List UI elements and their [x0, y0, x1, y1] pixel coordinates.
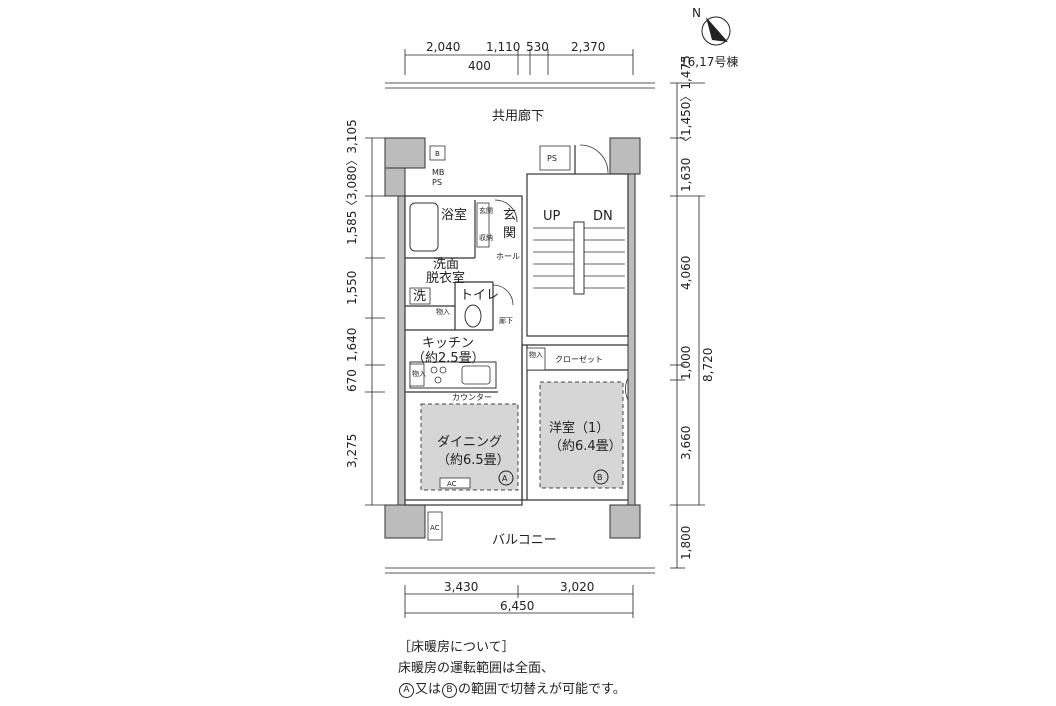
washroom-label-1: 洗面: [433, 257, 459, 272]
dim-right-2: 1,630: [679, 158, 693, 192]
dim-left-2: 1,585: [345, 211, 359, 245]
genkan-storage-label-2: 収納: [479, 233, 493, 242]
column-bottom-left: [384, 504, 426, 539]
dim-right-6: 1,800: [679, 526, 693, 560]
compass-north-label: N: [692, 6, 701, 20]
dim-top-4: 2,370: [571, 40, 605, 54]
hall-label: ホール: [496, 252, 520, 261]
closet-label: クローゼット: [555, 354, 603, 364]
dim-top-3: 530: [526, 40, 549, 54]
dim-right-4: 1,000: [679, 346, 693, 380]
dining-label: ダイニング: [437, 435, 502, 450]
laundry-label: 洗: [413, 289, 426, 304]
dim-top-1: 2,040: [426, 40, 460, 54]
entrance-label-1: 玄: [503, 208, 516, 223]
note-marker-a: A: [399, 683, 414, 698]
storage-label-1: 物入: [436, 307, 450, 316]
mbps-ps-label: PS: [432, 178, 442, 187]
dim-left-5: 670: [345, 369, 359, 392]
dim-top-2: 1,110: [486, 40, 520, 54]
building-label: 16,17号棟: [680, 54, 738, 69]
b-box-label: B: [435, 150, 440, 158]
dim-left-1: 〈3,080〉3,105: [345, 119, 359, 212]
dim-bottom-2: 3,020: [560, 580, 594, 594]
note-line1: 床暖房の運転範囲は全面、: [398, 661, 555, 676]
hallway-label: 廊下: [499, 316, 513, 325]
genkan-storage-label-1: 玄関: [479, 206, 493, 215]
dining-size: （約6.5畳）: [437, 453, 510, 468]
bath-label: 浴室: [441, 207, 467, 223]
floor-heating-zone-a: [420, 403, 519, 491]
zone-a-label: A: [502, 474, 508, 483]
storage-label-2: 物入: [529, 350, 543, 359]
ps-label: PS: [547, 154, 557, 163]
western-room-size: （約6.4畳）: [549, 439, 622, 454]
note-marker-b: B: [442, 683, 458, 698]
kitchen-label: キッチン: [422, 336, 474, 351]
entrance-label-2: 関: [503, 226, 516, 241]
storage-label-3: 物入: [412, 369, 426, 378]
balcony-label: バルコニー: [492, 533, 557, 548]
dim-right-1: 〈1,450〉1,475: [679, 55, 693, 148]
zone-b-marker-icon: [593, 469, 609, 485]
stair-up-label: UP: [543, 209, 561, 224]
kitchen-size: （約2.5畳）: [412, 351, 485, 366]
dim-top-sub: 400: [468, 59, 491, 73]
compass-icon: [701, 16, 731, 46]
mb-label: MB: [432, 168, 444, 177]
dim-right-total: 8,720: [701, 348, 715, 382]
dim-left-4: 1,640: [345, 328, 359, 362]
washroom-label-2: 脱衣室: [426, 270, 465, 286]
note-line2-part2: の範囲で切替えが可能です。: [458, 682, 626, 697]
column-top-right: [609, 137, 641, 175]
dim-bottom-1: 3,430: [444, 580, 478, 594]
dim-right-3: 4,060: [679, 256, 693, 290]
zone-b-label: B: [597, 473, 603, 482]
note-heading: ［床暖房について］: [398, 640, 515, 655]
dim-left-6: 3,275: [345, 434, 359, 468]
dim-left-3: 1,550: [345, 271, 359, 305]
zone-a-marker-icon: [498, 470, 514, 486]
dim-right-5: 3,660: [679, 426, 693, 460]
ac-label-2: AC: [430, 524, 440, 532]
dim-bottom-total: 6,450: [500, 599, 534, 613]
column-bottom-right: [609, 504, 641, 539]
stair-down-label: DN: [593, 209, 613, 224]
floor-heating-zone-b: [539, 381, 624, 489]
corridor-label: 共用廊下: [492, 108, 544, 124]
western-room-label: 洋室（1）: [549, 420, 609, 436]
ac-label-1: AC: [447, 480, 457, 488]
counter-label: カウンター: [452, 393, 492, 402]
note-line2-part1: 又は: [415, 682, 442, 697]
toilet-label: トイレ: [460, 288, 499, 303]
